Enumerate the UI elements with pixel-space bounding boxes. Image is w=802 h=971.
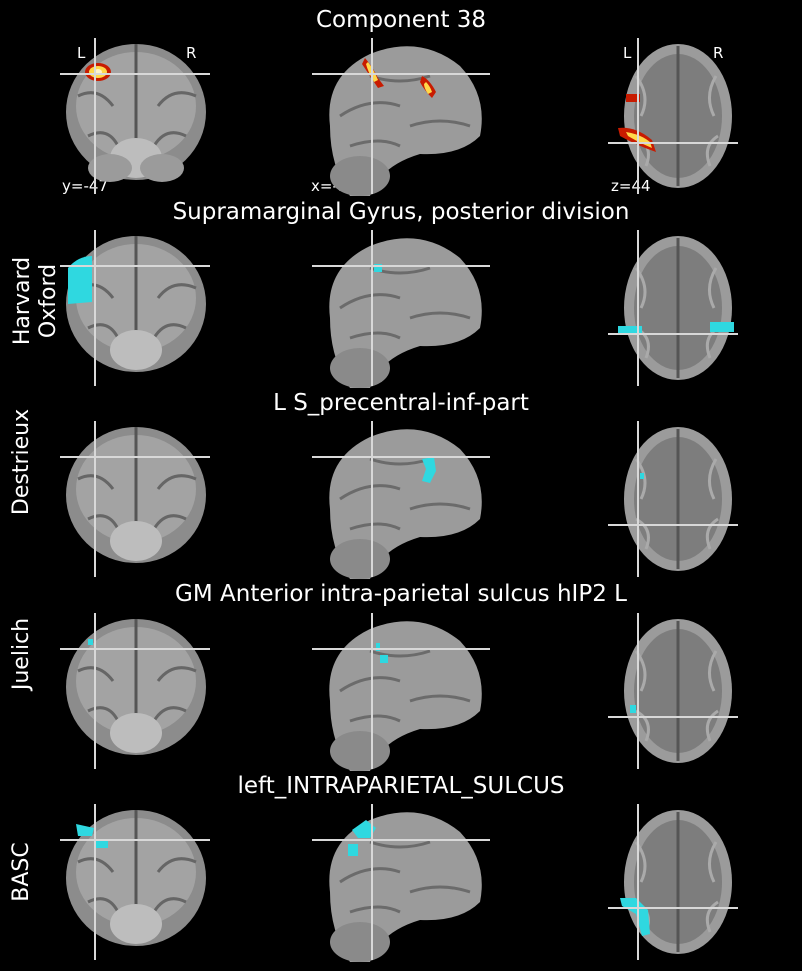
axial-cut-label: z=44 [611,177,651,195]
coronal-left-marker: L [77,44,86,62]
axial-left-marker: L [623,44,632,62]
coronal-slice-basc [60,804,210,960]
row-label-destrieux: Destrieux [9,408,34,516]
axial-slice-destrieux [608,421,738,577]
row-title-juelich: GM Anterior intra-parietal sulcus hIP2 L [175,581,627,607]
row-title-basc: left_INTRAPARIETAL_SULCUS [237,773,565,799]
row-label-harvard-oxford: Harvard Oxford [10,256,61,346]
figure-title: Component 38 [315,7,487,33]
axial-slice-harvard [608,230,738,386]
coronal-slice-juelich [60,613,210,769]
row-title-harvard: Supramarginal Gyrus, posterior division [172,199,630,225]
axial-right-marker: R [713,44,724,62]
sagittal-slice-basc [312,804,490,962]
row-label-basc: BASC [9,842,34,902]
axial-slice-juelich [608,613,738,769]
sagittal-slice-harvard [312,230,490,388]
axial-slice-basc [608,804,738,960]
sagittal-slice-component [312,38,490,196]
coronal-slice-component [60,38,210,194]
coronal-slice-destrieux [60,421,210,577]
sagittal-slice-juelich [312,613,490,771]
coronal-cut-label: y=-47 [62,177,108,195]
row-title-destrieux: L S_precentral-inf-part [273,390,529,416]
row-label-juelich: Juelich [9,617,34,691]
coronal-slice-harvard [60,230,210,386]
axial-slice-component [608,38,738,194]
sagittal-slice-destrieux [312,421,490,579]
coronal-right-marker: R [186,44,197,62]
